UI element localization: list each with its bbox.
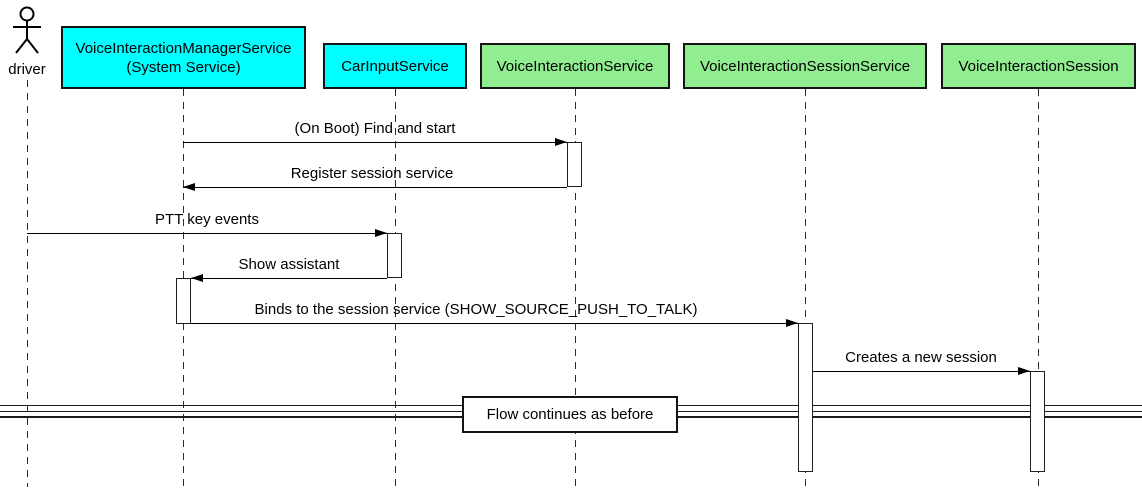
divider-label: Flow continues as before [486, 406, 654, 423]
message-line-register-session-service [183, 187, 567, 188]
participant-label: VoiceInteractionManagerService [75, 39, 292, 57]
message-label-binds-to-session-service: Binds to the session service (SHOW_SOURC… [254, 301, 698, 318]
lifeline-driver [27, 80, 28, 487]
message-label-creates-a-new-session: Creates a new session [845, 349, 997, 366]
participant-voice-interaction-session-service: VoiceInteractionSessionService [683, 43, 927, 89]
message-line-binds-to-session-service [191, 323, 798, 324]
participant-label: VoiceInteractionService [496, 57, 654, 75]
actor-label: driver [8, 61, 46, 78]
participant-label: VoiceInteractionSessionService [699, 57, 911, 75]
message-arrowhead-icon-register-session-service [183, 183, 195, 191]
participant-voice-interaction-service: VoiceInteractionService [480, 43, 670, 89]
message-line-show-assistant [191, 278, 387, 279]
divider-label-box: Flow continues as before [462, 396, 678, 433]
participant-label: (System Service) [126, 58, 241, 76]
message-label-show-assistant: Show assistant [238, 256, 340, 273]
activation-bar-voice-interaction-service [567, 142, 582, 187]
activation-bar-voice-interaction-session-service [798, 323, 813, 472]
activation-bar-voice-interaction-manager-service [176, 278, 191, 324]
lifeline-voice-interaction-session [1038, 89, 1039, 487]
message-arrowhead-icon-show-assistant [191, 274, 203, 282]
participant-voice-interaction-manager-service: VoiceInteractionManagerService(System Se… [61, 26, 306, 89]
lifeline-voice-interaction-service [575, 89, 576, 487]
message-arrowhead-icon-binds-to-session-service [786, 319, 798, 327]
actor-driver-icon [13, 6, 41, 54]
participant-car-input-service: CarInputService [323, 43, 467, 89]
message-line-on-boot-find-and-start [183, 142, 567, 143]
participant-voice-interaction-session: VoiceInteractionSession [941, 43, 1136, 89]
participant-label: VoiceInteractionSession [958, 57, 1119, 75]
message-label-register-session-service: Register session service [290, 165, 454, 182]
lifeline-car-input-service [395, 89, 396, 487]
message-line-ptt-key-events [27, 233, 387, 234]
message-label-ptt-key-events: PTT key events [155, 211, 259, 228]
message-label-on-boot-find-and-start: (On Boot) Find and start [294, 120, 456, 137]
activation-bar-voice-interaction-session [1030, 371, 1045, 472]
activation-bar-car-input-service [387, 233, 402, 278]
message-arrowhead-icon-ptt-key-events [375, 229, 387, 237]
message-arrowhead-icon-on-boot-find-and-start [555, 138, 567, 146]
participant-label: CarInputService [341, 57, 449, 75]
message-arrowhead-icon-creates-a-new-session [1018, 367, 1030, 375]
lifeline-voice-interaction-session-service [805, 89, 806, 487]
message-line-creates-a-new-session [813, 371, 1030, 372]
